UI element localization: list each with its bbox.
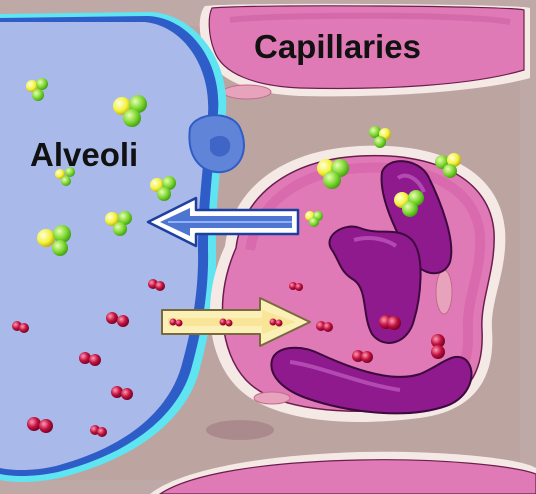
alveoli-label: Alveoli [30, 136, 138, 173]
capillaries-label: Capillaries [254, 28, 421, 65]
tissue-blot [206, 420, 274, 440]
